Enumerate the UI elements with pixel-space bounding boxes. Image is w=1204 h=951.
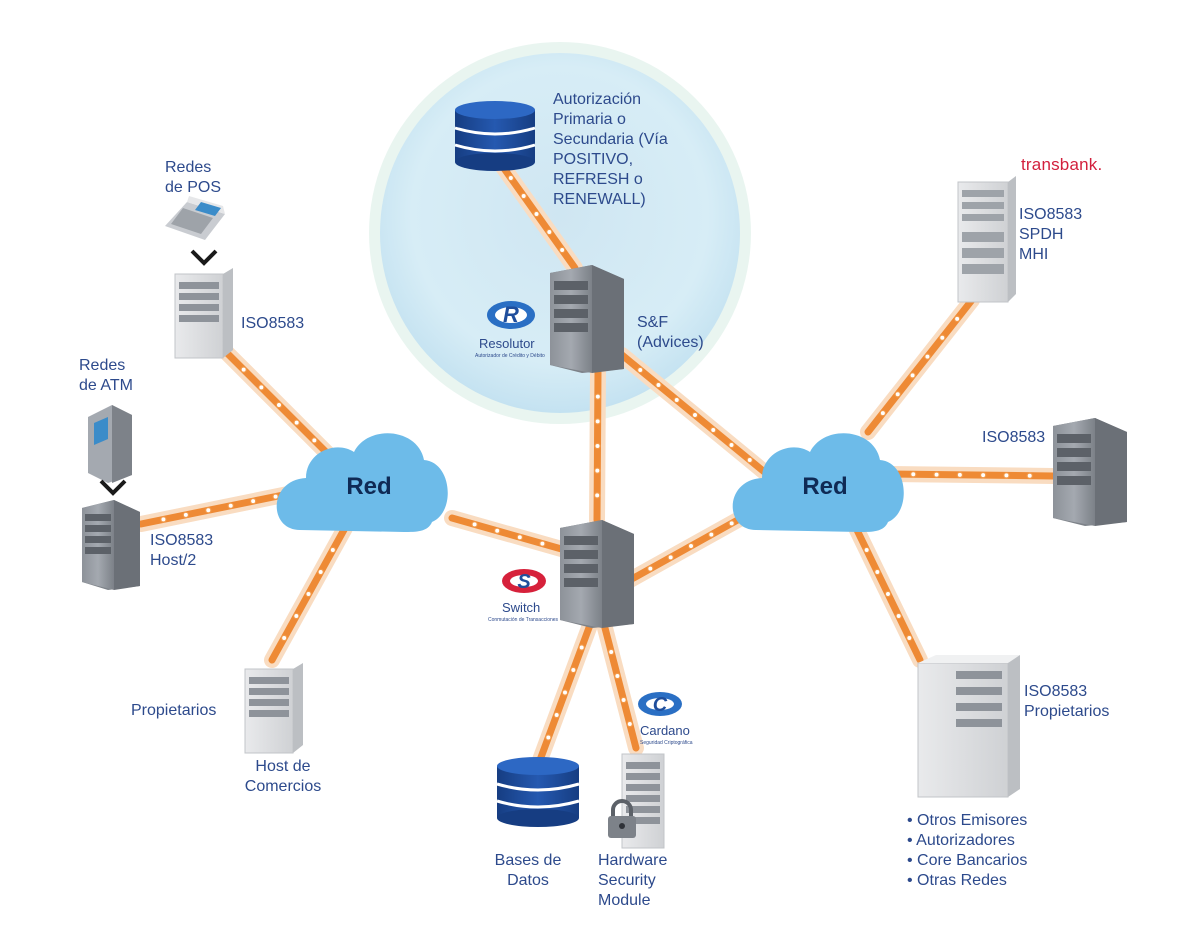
cloud-left-label: Red bbox=[346, 473, 392, 500]
other-entities-list: • Otros Emisores • Autorizadores • Core … bbox=[907, 811, 1027, 891]
connection-links bbox=[133, 152, 1061, 768]
link-switch-rightcloud bbox=[622, 504, 760, 588]
list-item: • Autorizadores bbox=[907, 832, 1015, 849]
cardano-logo-sub: Seguridad Criptográfica bbox=[640, 740, 693, 746]
server-resolutor bbox=[550, 265, 624, 373]
server-right-large bbox=[917, 655, 1020, 798]
resolutor-logo-sub: Autorizador de Crédito y Débito bbox=[475, 353, 545, 359]
list-item: • Otros Emisores bbox=[907, 812, 1028, 829]
propietarios-label: Propietarios bbox=[131, 702, 217, 719]
pos-iso-label: ISO8583 bbox=[241, 315, 305, 332]
svg-text:S: S bbox=[517, 571, 531, 593]
database-icon-bottom bbox=[496, 757, 580, 827]
server-right-middle bbox=[1053, 418, 1127, 526]
cloud-left bbox=[276, 433, 448, 532]
resolutor-logo-name: Resolutor bbox=[479, 336, 535, 351]
server-transbank bbox=[957, 176, 1016, 303]
link-host-leftcloud bbox=[264, 520, 353, 668]
list-item: • Otras Redes bbox=[907, 872, 1007, 889]
pos-terminal-icon bbox=[165, 196, 225, 240]
link-switch-db bbox=[532, 617, 598, 768]
link-rightcloud-transbank bbox=[860, 292, 980, 440]
cardano-logo-name: Cardano bbox=[640, 723, 690, 738]
link-db-resolutor bbox=[490, 152, 583, 276]
list-item: • Core Bancarios bbox=[907, 852, 1028, 869]
cardano-logo-icon: C bbox=[638, 692, 682, 716]
switch-logo-name: Switch bbox=[502, 600, 541, 615]
switch-logo-sub: Conmutación de Transacciones bbox=[488, 617, 559, 623]
server-pos bbox=[174, 268, 233, 359]
link-atm-leftcloud bbox=[133, 484, 306, 532]
link-resolutor-rightcloud bbox=[614, 347, 776, 483]
database-icon-top bbox=[454, 101, 536, 171]
right-iso-label: ISO8583 bbox=[982, 429, 1046, 446]
transbank-logo: transbank. bbox=[1021, 155, 1103, 174]
svg-text:R: R bbox=[503, 302, 519, 327]
sf-advices-label: S&F(Advices) bbox=[637, 314, 704, 351]
arrow-down-icon bbox=[99, 479, 127, 496]
server-host-comercios bbox=[244, 663, 303, 754]
lock-icon bbox=[608, 799, 636, 838]
link-resolutor-switch bbox=[589, 364, 606, 528]
link-pos-leftcloud bbox=[218, 344, 340, 466]
server-atm-host bbox=[82, 500, 140, 590]
link-rightcloud-rightserver bbox=[882, 466, 1061, 484]
server-hsm bbox=[621, 753, 665, 849]
cloud-right-label: Red bbox=[802, 473, 848, 500]
switch-logo-icon: S bbox=[502, 569, 546, 593]
arrow-down-icon bbox=[190, 249, 218, 266]
link-switch-hsm bbox=[597, 620, 644, 756]
link-rightcloud-bigserver bbox=[848, 520, 928, 668]
svg-text:C: C bbox=[653, 694, 668, 716]
link-leftcloud-switch bbox=[444, 510, 573, 558]
server-switch bbox=[560, 520, 634, 628]
atm-icon bbox=[88, 405, 132, 483]
resolutor-logo-icon: R bbox=[487, 301, 535, 329]
cloud-right bbox=[732, 433, 904, 532]
